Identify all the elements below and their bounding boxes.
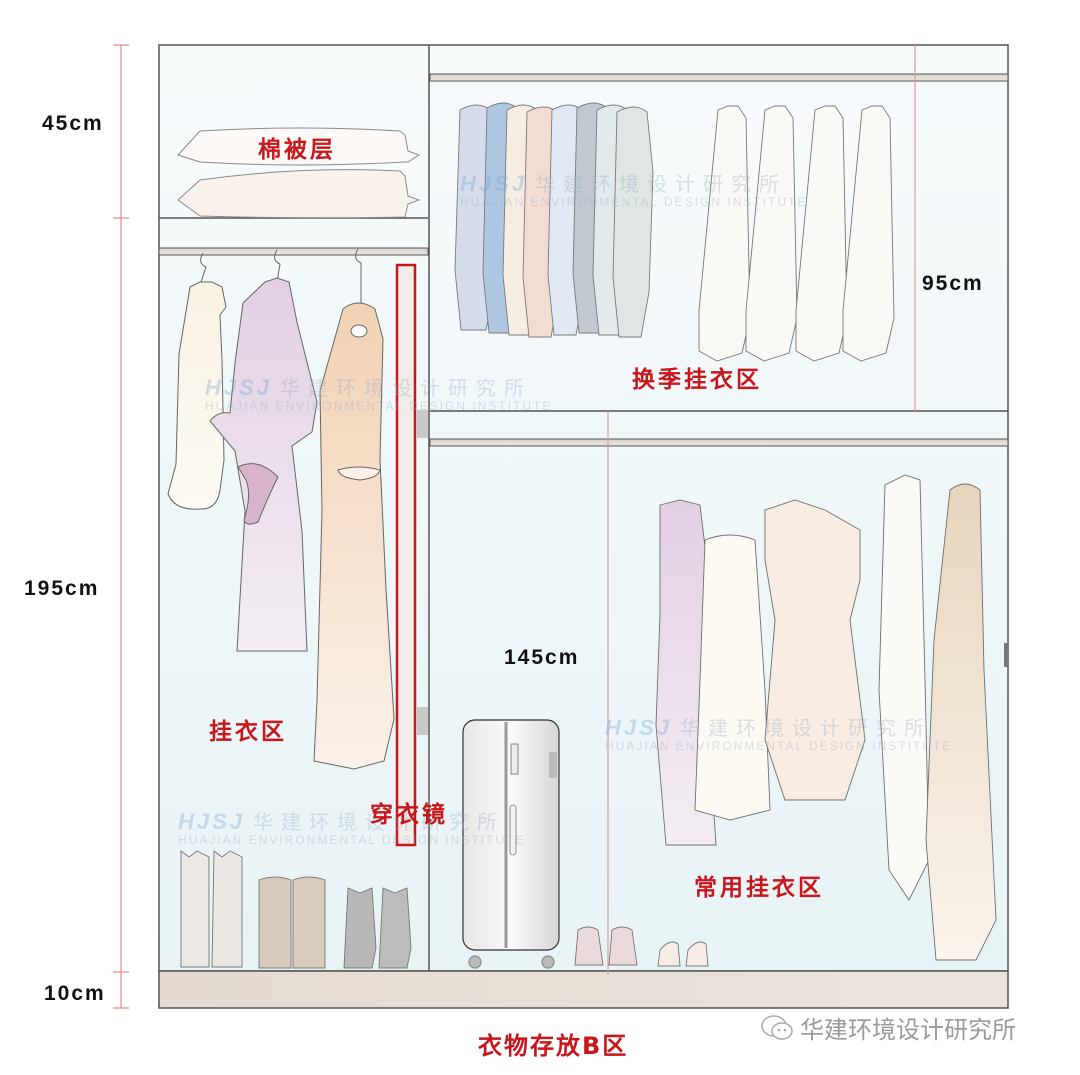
label-mirror: 穿衣镜: [370, 802, 448, 828]
label-season-hanging: 换季挂衣区: [632, 367, 762, 393]
wechat-icon: [760, 1013, 794, 1043]
dimension-season-hanging: 95cm: [922, 272, 984, 295]
quilt-stack: [177, 127, 421, 219]
mirror-outline: [395, 263, 417, 847]
credit: 华建环境设计研究所: [760, 1010, 1016, 1045]
season-coats: [698, 105, 895, 362]
left-hanging-garments: [167, 248, 395, 770]
credit-text: 华建环境设计研究所: [800, 1016, 1016, 1044]
left-dimension-line: [113, 44, 129, 1009]
shoes: [180, 850, 709, 969]
suitcase: [462, 719, 560, 969]
frequent-dresses: [655, 474, 997, 961]
label-frequent-hanging: 常用挂衣区: [694, 875, 824, 901]
dimension-frequent-hanging: 145cm: [504, 646, 580, 669]
dimension-hanging-height: 195cm: [24, 577, 100, 600]
label-quilt-layer: 棉被层: [258, 137, 336, 163]
label-hanging-area: 挂衣区: [209, 719, 287, 745]
dimension-top-quilt: 45cm: [42, 112, 104, 135]
diagram-title: 衣物存放B区: [478, 1032, 629, 1060]
season-shirts: [454, 102, 654, 338]
dimension-base: 10cm: [44, 982, 106, 1005]
